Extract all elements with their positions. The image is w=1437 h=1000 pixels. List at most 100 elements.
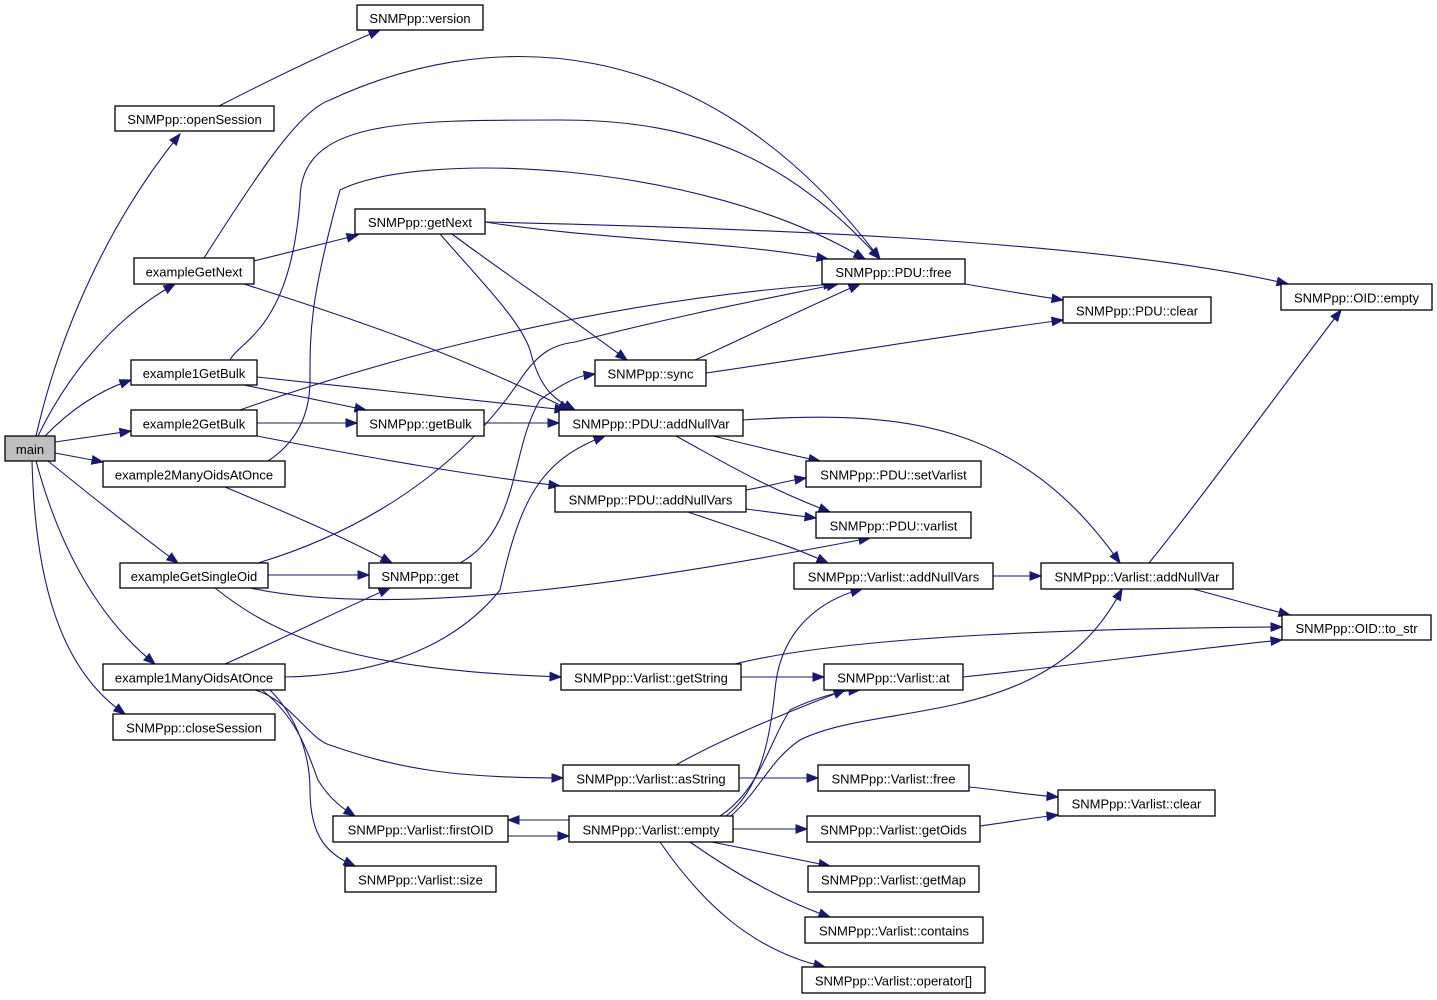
node-example1-many-oids-at-once[interactable]: example1ManyOidsAtOnce xyxy=(102,663,286,691)
node-vl-size[interactable]: SNMPpp::Varlist::size xyxy=(344,865,497,893)
node-pdu-add-null-vars[interactable]: SNMPpp::PDU::addNullVars xyxy=(554,485,747,513)
node-vl-contains[interactable]: SNMPpp::Varlist::contains xyxy=(804,916,984,944)
node-vl-add-null-var[interactable]: SNMPpp::Varlist::addNullVar xyxy=(1040,562,1234,590)
node-main[interactable]: main xyxy=(4,435,56,462)
arrowhead-icon xyxy=(803,511,818,522)
node-box xyxy=(817,764,970,792)
node-get-bulk[interactable]: SNMPpp::getBulk xyxy=(356,409,485,437)
arrowhead-icon xyxy=(847,283,862,294)
node-open-session[interactable]: SNMPpp::openSession xyxy=(114,105,275,132)
arrowhead-icon xyxy=(1330,308,1342,323)
edge-line xyxy=(459,373,596,564)
edge-example-get-single-oid-to-pdu-varlist xyxy=(249,535,872,601)
node-label: SNMPpp::Varlist::at xyxy=(837,671,950,686)
edge-line xyxy=(47,460,179,564)
node-example-get-next[interactable]: exampleGetNext xyxy=(133,257,255,285)
node-example-get-single-oid[interactable]: exampleGetSingleOid xyxy=(119,562,269,589)
node-vl-get-string[interactable]: SNMPpp::Varlist::getString xyxy=(560,663,742,691)
edge-line xyxy=(224,486,393,564)
node-box xyxy=(4,435,56,462)
node-box xyxy=(793,562,994,590)
edge-line xyxy=(243,384,367,411)
node-vl-clear[interactable]: SNMPpp::Varlist::clear xyxy=(1057,789,1216,817)
node-example2-get-bulk[interactable]: example2GetBulk xyxy=(130,409,258,437)
edge-line xyxy=(705,319,1064,374)
edge-line xyxy=(689,841,831,918)
edge-line xyxy=(229,119,881,361)
node-box xyxy=(554,485,747,513)
arrowhead-icon xyxy=(379,553,394,564)
node-label: SNMPpp::Varlist::getOids xyxy=(820,823,967,838)
arrowhead-icon xyxy=(377,587,392,598)
node-sync[interactable]: SNMPpp::sync xyxy=(594,359,707,387)
node-close-session[interactable]: SNMPpp::closeSession xyxy=(112,713,276,741)
node-label: example1ManyOidsAtOnce xyxy=(115,671,273,686)
arrowhead-icon xyxy=(90,455,105,465)
node-oid-empty[interactable]: SNMPpp::OID::empty xyxy=(1280,283,1433,311)
edge-line xyxy=(484,221,829,260)
edge-example2-get-bulk-to-pdu-add-null-vars xyxy=(256,435,562,490)
node-box xyxy=(801,966,986,994)
arrowhead-icon xyxy=(342,856,357,867)
node-box xyxy=(130,359,258,386)
node-box xyxy=(112,713,276,741)
arrowhead-icon xyxy=(143,652,157,665)
edge-example1-many-oids-at-once-to-get xyxy=(224,587,392,665)
arrowhead-icon xyxy=(1270,636,1284,647)
arrowhead-icon xyxy=(342,805,357,817)
edge-line xyxy=(256,435,561,487)
arrowhead-icon xyxy=(1109,550,1121,565)
node-label: SNMPpp::PDU::addNullVars xyxy=(569,493,733,508)
edge-line xyxy=(964,283,1064,301)
node-vl-get-map[interactable]: SNMPpp::Varlist::getMap xyxy=(807,865,980,893)
node-label: SNMPpp::openSession xyxy=(127,112,261,127)
edge-line xyxy=(659,841,826,968)
arrowhead-icon xyxy=(1112,587,1123,602)
node-label: example2GetBulk xyxy=(143,417,246,432)
node-vl-get-oids[interactable]: SNMPpp::Varlist::getOids xyxy=(806,815,981,843)
node-example1-get-bulk[interactable]: example1GetBulk xyxy=(130,359,258,386)
edge-example1-get-bulk-to-pdu-free xyxy=(229,119,881,361)
edge-line xyxy=(675,435,831,513)
node-vl-add-null-vars[interactable]: SNMPpp::Varlist::addNullVars xyxy=(793,562,994,590)
node-pdu-free[interactable]: SNMPpp::PDU::free xyxy=(821,258,966,285)
node-label: SNMPpp::PDU::setVarlist xyxy=(820,468,967,483)
node-pdu-clear[interactable]: SNMPpp::PDU::clear xyxy=(1062,296,1212,324)
node-label: SNMPpp::getBulk xyxy=(369,417,472,432)
edge-line xyxy=(734,626,1283,665)
node-vl-empty[interactable]: SNMPpp::Varlist::empty xyxy=(568,815,734,843)
edge-example2-many-oids-at-once-to-pdu-free xyxy=(267,167,867,462)
node-pdu-add-null-var[interactable]: SNMPpp::PDU::addNullVar xyxy=(558,409,744,437)
node-label: SNMPpp::OID::empty xyxy=(1294,291,1419,306)
node-pdu-varlist[interactable]: SNMPpp::PDU::varlist xyxy=(815,511,972,539)
edge-vl-free-to-vl-clear xyxy=(968,786,1060,801)
edge-line xyxy=(730,588,1123,817)
node-get[interactable]: SNMPpp::get xyxy=(368,562,472,589)
edge-vl-add-null-var-to-oid-to-str xyxy=(1192,588,1292,617)
edge-example1-many-oids-at-once-to-vl-first-oid xyxy=(261,689,357,817)
node-label: SNMPpp::Varlist::asString xyxy=(576,772,725,787)
edge-line xyxy=(1192,588,1291,616)
node-vl-operator-index[interactable]: SNMPpp::Varlist::operator[] xyxy=(801,966,986,994)
node-label: SNMPpp::Varlist::addNullVars xyxy=(808,570,980,585)
node-vl-free[interactable]: SNMPpp::Varlist::free xyxy=(817,764,970,792)
node-oid-to-str[interactable]: SNMPpp::OID::to_str xyxy=(1281,614,1432,641)
node-label: SNMPpp::Varlist::empty xyxy=(582,823,720,838)
node-vl-at[interactable]: SNMPpp::Varlist::at xyxy=(823,663,964,691)
node-label: exampleGetSingleOid xyxy=(131,569,257,584)
node-vl-first-oid[interactable]: SNMPpp::Varlist::firstOID xyxy=(332,815,509,843)
node-get-next[interactable]: SNMPpp::getNext xyxy=(354,208,486,235)
edge-vl-empty-to-vl-at xyxy=(719,685,862,817)
arrowhead-icon xyxy=(812,672,826,682)
node-example2-many-oids-at-once[interactable]: example2ManyOidsAtOnce xyxy=(102,460,286,488)
arrowhead-icon xyxy=(345,233,360,243)
edge-example2-many-oids-at-once-to-get xyxy=(224,486,394,564)
arrowhead-icon xyxy=(162,283,177,295)
edge-line xyxy=(742,416,1121,564)
node-pdu-set-varlist[interactable]: SNMPpp::PDU::setVarlist xyxy=(805,460,982,488)
node-label: SNMPpp::Varlist::getMap xyxy=(821,873,966,888)
node-box xyxy=(807,865,980,893)
node-version[interactable]: SNMPpp::version xyxy=(356,4,484,31)
edge-vl-empty-to-vl-get-oids xyxy=(733,824,809,834)
node-vl-as-string[interactable]: SNMPpp::Varlist::asString xyxy=(562,764,740,792)
